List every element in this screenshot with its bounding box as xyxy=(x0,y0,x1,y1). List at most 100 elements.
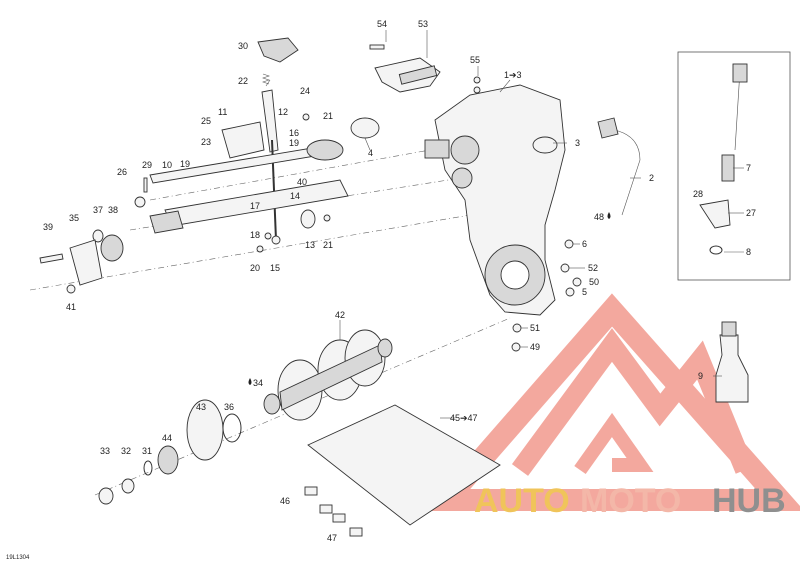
callout-17: 17 xyxy=(250,201,260,211)
callout-44: 44 xyxy=(162,433,172,443)
cap-32 xyxy=(121,478,135,494)
callout-4: 4 xyxy=(368,148,373,158)
bracket-tube xyxy=(398,65,438,85)
callout-39: 39 xyxy=(43,222,53,232)
watermark-hub: HUB xyxy=(712,482,786,520)
fastener-55a xyxy=(473,76,481,84)
callout-41: 41 xyxy=(66,302,76,312)
bushing-13 xyxy=(300,209,316,229)
callout-26: 26 xyxy=(117,167,127,177)
callout-27: 27 xyxy=(746,208,756,218)
washer-8 xyxy=(709,245,723,255)
fastener-20 xyxy=(256,245,264,253)
housing-output-hub xyxy=(500,260,530,290)
callout-49: 49 xyxy=(530,342,540,352)
shaft-sleeve xyxy=(306,139,344,161)
callout-34: 34 xyxy=(253,378,263,388)
seal-37 xyxy=(92,229,104,243)
callout-14: 14 xyxy=(290,191,300,201)
callout-29: 29 xyxy=(142,160,152,170)
slider-blocks xyxy=(304,486,363,537)
callout-40: 40 xyxy=(297,177,307,187)
callout-53: 53 xyxy=(418,19,428,29)
sensor-wire xyxy=(734,69,741,151)
callout-21-upper: 21 xyxy=(323,111,333,121)
fastener-55b xyxy=(473,86,481,94)
watermark-text: AUTO MOTO HUB xyxy=(474,482,786,520)
leader-lines xyxy=(265,30,744,419)
callout-6: 6 xyxy=(582,239,587,249)
logo-m-shape xyxy=(511,328,755,476)
pin-29 xyxy=(143,177,148,193)
fastener-50 xyxy=(572,277,582,287)
oil-cap xyxy=(532,136,558,154)
oring-36 xyxy=(222,413,242,443)
fastener-21a xyxy=(302,113,310,121)
callout-18: 18 xyxy=(250,230,260,240)
callout-55: 55 xyxy=(470,55,480,65)
callout-24: 24 xyxy=(300,86,310,96)
fastener-18 xyxy=(264,232,272,240)
callout-37: 37 xyxy=(93,205,103,215)
bearing-38 xyxy=(100,234,124,262)
callout-3: 3 xyxy=(575,138,580,148)
callout-30: 30 xyxy=(238,41,248,51)
sprocket-assembly xyxy=(263,329,393,421)
bearing-44 xyxy=(157,445,179,475)
fastener-21b xyxy=(323,214,331,222)
logo-triangle-outer xyxy=(421,293,800,511)
shaft-spline xyxy=(149,210,184,234)
fastener-49 xyxy=(511,342,521,352)
callout-47: 47 xyxy=(327,533,337,543)
callout-52: 52 xyxy=(588,263,598,273)
shift-spring xyxy=(262,73,270,85)
callout-25: 25 xyxy=(201,116,211,126)
bushing-4 xyxy=(350,117,380,139)
callout-12: 12 xyxy=(278,107,288,117)
shift-plate xyxy=(221,121,265,159)
callout-51: 51 xyxy=(530,323,540,333)
callout-1-to-3: 1➔3 xyxy=(504,70,522,80)
watermark-logo xyxy=(421,293,800,511)
cable-2 xyxy=(599,127,641,216)
ring-31 xyxy=(143,460,153,476)
bolt-54 xyxy=(369,44,385,50)
callout-54: 54 xyxy=(377,19,387,29)
callout-43: 43 xyxy=(196,402,206,412)
fastener-52 xyxy=(560,263,570,273)
callout-20: 20 xyxy=(250,263,260,273)
callout-35: 35 xyxy=(69,213,79,223)
callout-50: 50 xyxy=(589,277,599,287)
callout-28: 28 xyxy=(693,189,703,199)
oil-bottle xyxy=(715,334,749,403)
callout-2: 2 xyxy=(649,173,654,183)
callout-10: 10 xyxy=(162,160,172,170)
callout-19-right: 19 xyxy=(289,138,299,148)
callout-32: 32 xyxy=(121,446,131,456)
callout-21-lower: 21 xyxy=(323,240,333,250)
watermark-moto: MOTO xyxy=(580,482,681,520)
callout-5: 5 xyxy=(582,287,587,297)
flange-35 xyxy=(69,239,103,286)
fastener-5 xyxy=(565,287,575,297)
callout-22: 22 xyxy=(238,76,248,86)
watermark-auto: AUTO xyxy=(474,482,570,520)
callout-15: 15 xyxy=(270,263,280,273)
fastener-41 xyxy=(66,284,76,294)
callout-13: 13 xyxy=(305,240,315,250)
lubricant-drop-icon xyxy=(607,212,611,219)
logo-g-arrow xyxy=(574,412,654,475)
callout-16: 16 xyxy=(289,128,299,138)
sensor-plug xyxy=(732,63,748,83)
sensor-body xyxy=(721,154,735,182)
callout-8: 8 xyxy=(746,247,751,257)
callout-labels: 54 53 55 1➔3 30 22 24 11 12 21 25 16 23 … xyxy=(43,19,756,543)
sensor-detail-frame xyxy=(677,51,791,281)
callout-31: 31 xyxy=(142,446,152,456)
cable-connector xyxy=(597,117,619,139)
callout-45-to-47: 45➔47 xyxy=(450,413,478,423)
shift-arm xyxy=(261,89,279,153)
callout-23: 23 xyxy=(201,137,211,147)
diagram-id: 19L1304 xyxy=(6,555,30,561)
